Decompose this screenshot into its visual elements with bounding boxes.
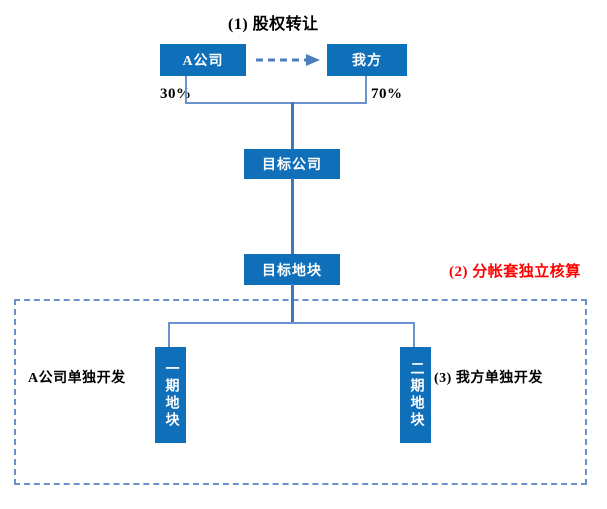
box-company-a[interactable]: A公司	[160, 44, 246, 76]
connector-drop-right	[413, 322, 415, 348]
connector-stub-our-side	[365, 76, 367, 104]
connector-bar-top	[185, 102, 367, 104]
dashed-arrow-right-icon	[256, 52, 322, 68]
box-our-side[interactable]: 我方	[327, 44, 407, 76]
section-title-equity-transfer: (1) 股权转让	[228, 16, 319, 33]
connector-stub-company-a	[185, 76, 187, 104]
label-company-a-development: A公司单独开发	[28, 371, 126, 386]
connector-trunk-to-target-land	[291, 178, 294, 255]
label-our-side-development: (3) 我方单独开发	[434, 371, 543, 386]
connector-drop-left	[168, 322, 170, 348]
equity-percent-right: 70%	[371, 86, 403, 102]
box-target-company[interactable]: 目标公司	[244, 149, 340, 179]
box-phase-two-land[interactable]: 二期地块	[400, 347, 431, 443]
box-phase-one-land[interactable]: 一期地块	[155, 347, 186, 443]
connector-trunk-to-target-company	[291, 102, 294, 150]
connector-branch-bar	[168, 322, 414, 324]
equity-percent-left: 30%	[160, 86, 192, 102]
box-target-land[interactable]: 目标地块	[244, 254, 340, 285]
connector-trunk-to-branch	[291, 284, 294, 323]
annotation-separate-accounting: (2) 分帐套独立核算	[449, 264, 581, 280]
dashed-scope-region	[14, 299, 587, 485]
